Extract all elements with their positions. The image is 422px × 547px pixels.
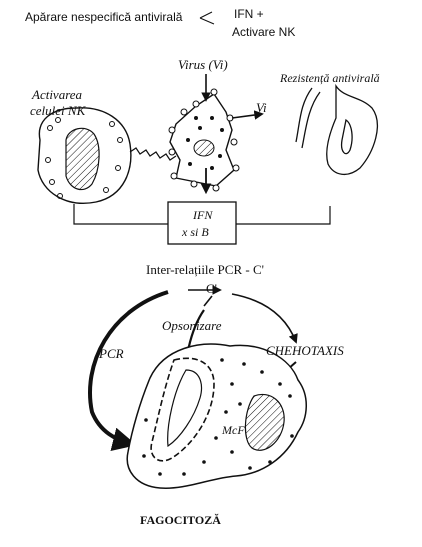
- chemotaxis-label: CHEHOTAXIS: [266, 343, 344, 358]
- resistance-label: Rezistență antivirală: [280, 71, 380, 85]
- top-left-text: Apărare nespecifică antivirală: [25, 10, 183, 24]
- infected-cell: [168, 88, 240, 192]
- ifn-box: [167, 201, 237, 245]
- pcr-label: PCR: [99, 346, 124, 361]
- vi-arrow-label: Vi: [256, 100, 267, 115]
- mcf-label: McF: [222, 423, 245, 437]
- resistant-cell: [295, 83, 378, 175]
- opsonization-label: Opsonizare: [162, 318, 222, 333]
- vi-arrow: [231, 110, 264, 120]
- ifn-box-line2: x si B: [182, 225, 209, 239]
- lower-title: Inter-relațiile PCR - C': [146, 262, 264, 277]
- fagocitoza-label: FAGOCITOZĂ: [140, 513, 221, 527]
- nk-cell: [37, 107, 177, 204]
- nk-label-line2: celulei NK: [30, 103, 86, 118]
- virus-label: Virus (Vi): [178, 57, 228, 72]
- macrophage: [126, 343, 307, 489]
- ifn-box-line1: IFN: [193, 208, 213, 222]
- c-prime-label: C': [206, 281, 218, 296]
- ifn-bracket: [73, 204, 331, 225]
- top-right-line1: IFN +: [234, 7, 264, 21]
- top-right-line2: Activare NK: [232, 25, 296, 39]
- nk-label-line1: Activarea: [32, 87, 83, 102]
- top-connector-line: [199, 11, 215, 25]
